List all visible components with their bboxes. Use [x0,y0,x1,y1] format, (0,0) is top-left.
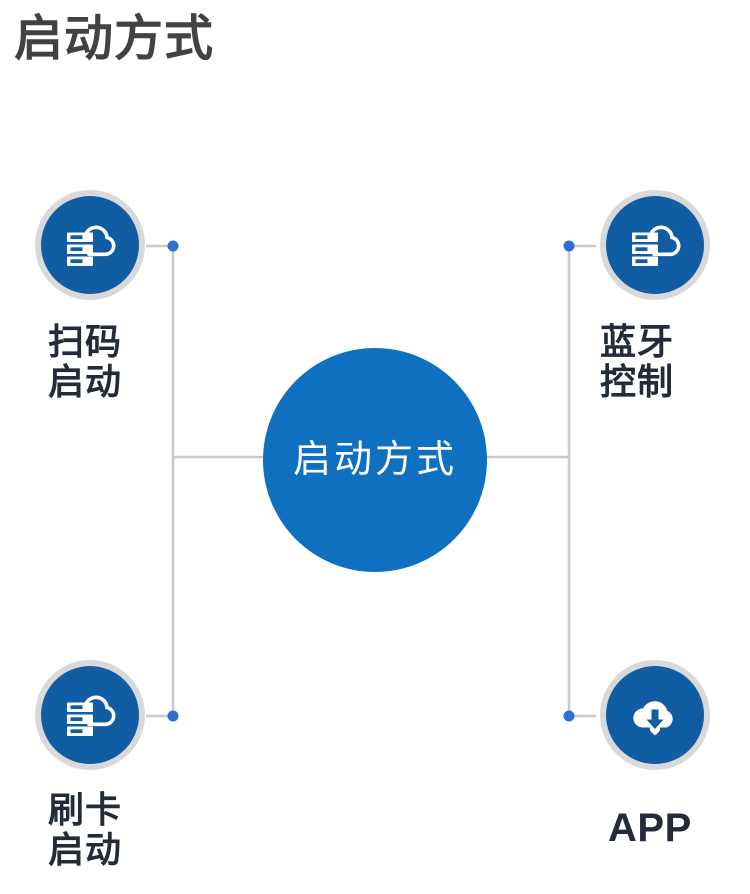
node-app[interactable] [600,660,710,770]
badge-disc [606,666,704,764]
cloud-download-icon [633,701,673,736]
badge-disc [606,196,704,294]
cloud-server-icon [67,695,116,736]
node-label-app: APP [608,806,692,850]
badge-disc [41,196,139,294]
node-label-bluetooth: 蓝牙 控制 [600,321,675,403]
center-hub-label: 启动方式 [292,439,457,481]
badge-disc [41,666,139,764]
node-bluetooth[interactable] [600,190,710,300]
node-label-card: 刷卡 启动 [48,789,123,871]
connector-dot-scan [167,240,179,252]
node-scan[interactable] [35,190,145,300]
connector-dot-bluetooth [563,240,575,252]
page-title: 启动方式 [14,12,215,66]
node-label-scan: 扫码 启动 [48,321,123,403]
connector-dot-app [563,710,575,722]
node-card[interactable] [35,660,145,770]
cloud-server-icon [67,225,116,266]
center-hub[interactable]: 启动方式 [263,348,487,572]
connector-dot-card [167,710,179,722]
cloud-server-icon [632,225,681,266]
